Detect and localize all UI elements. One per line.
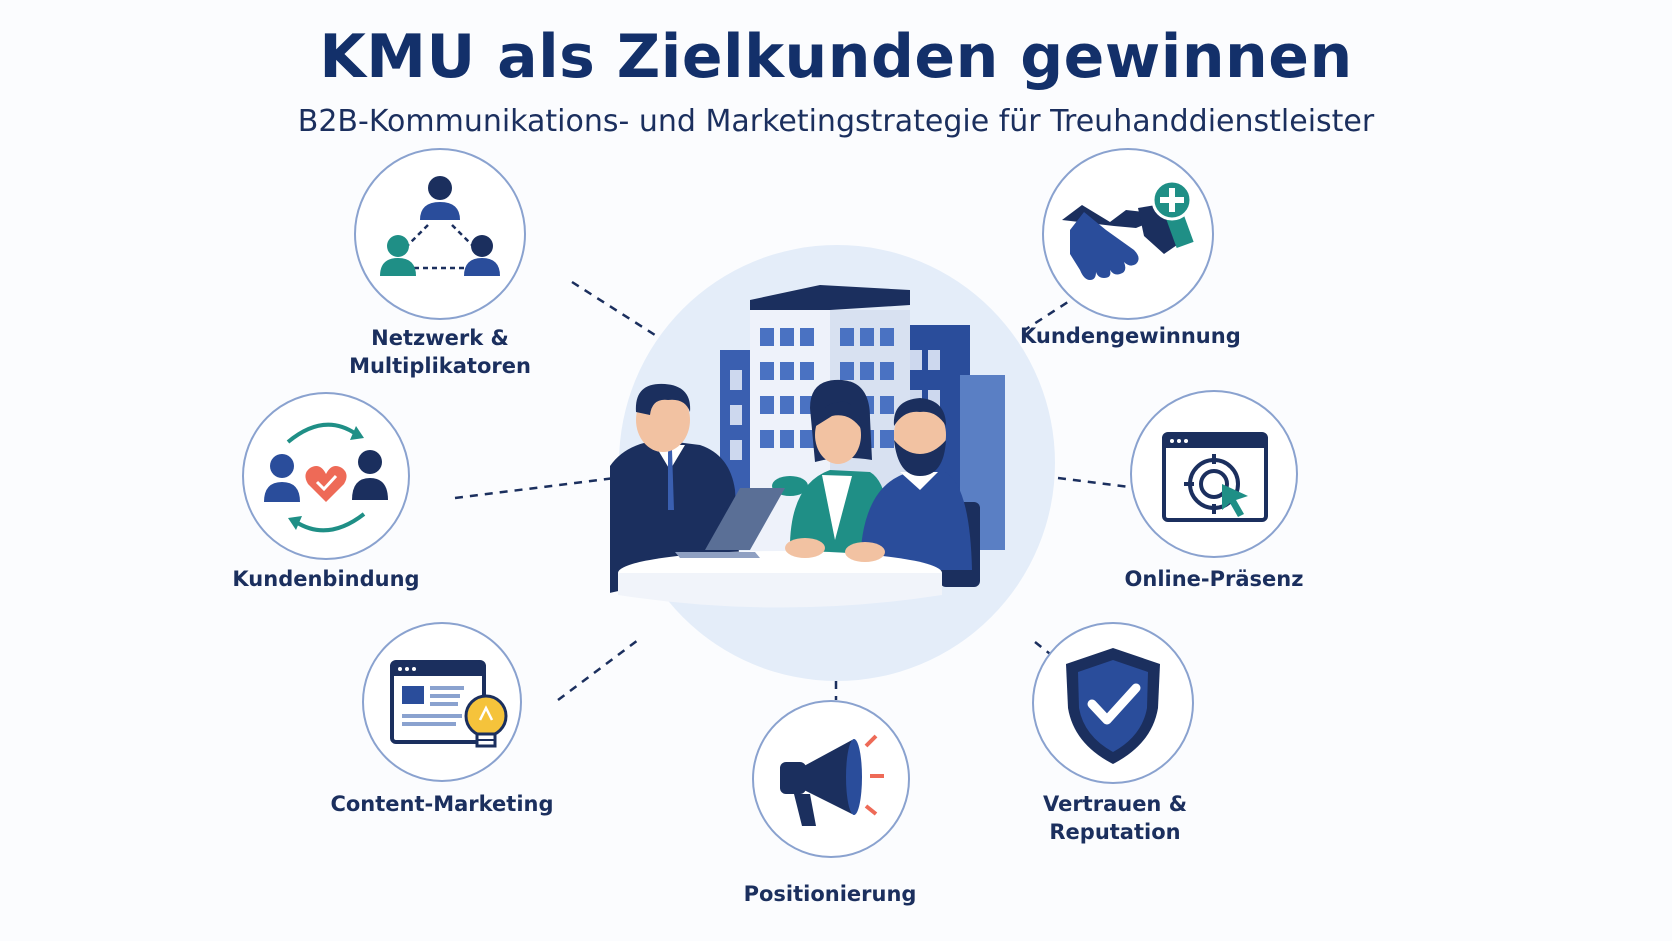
connector-network — [571, 280, 656, 337]
trust-label: Vertrauen & Reputation — [1042, 792, 1188, 844]
content-node[interactable] — [362, 622, 522, 782]
connector-content — [557, 639, 639, 701]
network-node[interactable] — [354, 148, 526, 320]
browser-lightbulb-icon — [390, 660, 508, 748]
business-meeting-illustration — [610, 245, 1055, 681]
connector-retention — [454, 476, 616, 500]
positioning-node[interactable] — [752, 700, 910, 858]
network-label-line2: Multiplikatoren — [349, 354, 531, 378]
network-label: Netzwerk & Multiplikatoren — [340, 324, 540, 380]
positioning-label: Positionierung — [743, 882, 917, 906]
network-people-icon — [380, 176, 500, 276]
page-subtitle: B2B-Kommunikations- und Marketingstrateg… — [297, 104, 1375, 139]
page-title: KMU als Zielkunden gewinnen — [319, 22, 1353, 92]
retention-label: Kundenbindung — [232, 567, 420, 591]
online-label: Online-Präsenz — [1124, 567, 1304, 591]
retention-node[interactable] — [242, 392, 410, 560]
network-label-line1: Netzwerk & — [371, 326, 509, 350]
people-heart-cycle-icon — [264, 422, 388, 533]
browser-target-icon — [1162, 432, 1268, 522]
online-node[interactable] — [1130, 390, 1298, 558]
content-label: Content-Marketing — [330, 792, 554, 816]
acquisition-node[interactable] — [1042, 148, 1214, 320]
trust-node[interactable] — [1032, 622, 1194, 784]
shield-check-icon — [1066, 648, 1160, 764]
handshake-plus-icon — [1062, 179, 1194, 280]
acquisition-label: Kundengewinnung — [1020, 324, 1241, 348]
megaphone-icon — [780, 734, 884, 826]
